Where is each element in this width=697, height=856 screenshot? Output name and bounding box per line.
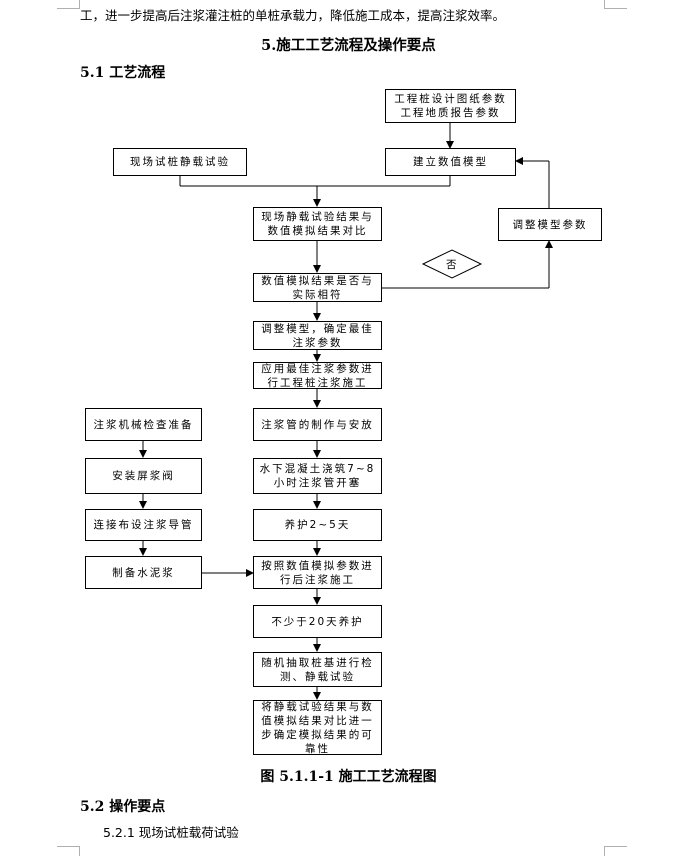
paragraph-line: 工，进一步提高后注浆灌注桩的单桩承载力，降低施工成本，提高注浆效率。 bbox=[80, 8, 506, 23]
subsection-title: 5.2 操作要点 bbox=[80, 799, 166, 815]
step-apply: 应用最佳注浆参数进 行工程桩注浆施工 bbox=[253, 362, 382, 389]
step-field-test: 现场试桩静载试验 bbox=[113, 148, 247, 176]
step-adjust-params: 调整模型参数 bbox=[498, 208, 602, 241]
crop-mark bbox=[57, 0, 80, 9]
crop-mark bbox=[604, 846, 627, 856]
step-grout-sim: 按照数值模拟参数进 行后注浆施工 bbox=[253, 556, 382, 589]
figure-caption: 图 5.1.1-1 施工工艺流程图 bbox=[260, 769, 437, 785]
paragraph-line: 5.2.1 现场试桩载荷试验 bbox=[103, 825, 239, 840]
step-compare: 现场静载试验结果与 数值模拟结果对比 bbox=[253, 207, 382, 241]
step-pour: 水下混凝土浇筑7~8 小时注浆管开塞 bbox=[253, 458, 382, 494]
step-cure2: 不少于20天养护 bbox=[253, 605, 382, 638]
step-connect-pipe: 连接布设注浆导管 bbox=[85, 509, 202, 541]
step-sample: 随机抽取桩基进行检 测、静载试验 bbox=[253, 652, 382, 687]
step-prepare-slurry: 制备水泥浆 bbox=[85, 556, 202, 589]
subsection-title: 5.1 工艺流程 bbox=[80, 65, 166, 81]
step-cure1: 养护2~5天 bbox=[253, 509, 382, 541]
crop-mark bbox=[57, 846, 80, 856]
step-install-valve: 安装屏浆阀 bbox=[85, 458, 202, 494]
step-design-params: 工程桩设计图纸参数 工程地质报告参数 bbox=[385, 89, 516, 123]
step-optimal: 调整模型，确定最佳 注浆参数 bbox=[253, 321, 382, 350]
step-machine-check: 注浆机械检查准备 bbox=[85, 408, 202, 441]
step-build-model: 建立数值模型 bbox=[385, 148, 516, 176]
crop-mark bbox=[604, 0, 627, 9]
decision-label: 否 bbox=[446, 259, 457, 271]
step-pipe: 注浆管的制作与安放 bbox=[253, 408, 382, 441]
step-final: 将静载试验结果与数 值模拟结果对比进一 步确定模拟结果的可 靠性 bbox=[253, 700, 382, 755]
section-title: 5.施工工艺流程及操作要点 bbox=[261, 37, 436, 54]
step-match-check: 数值模拟结果是否与 实际相符 bbox=[253, 273, 382, 302]
